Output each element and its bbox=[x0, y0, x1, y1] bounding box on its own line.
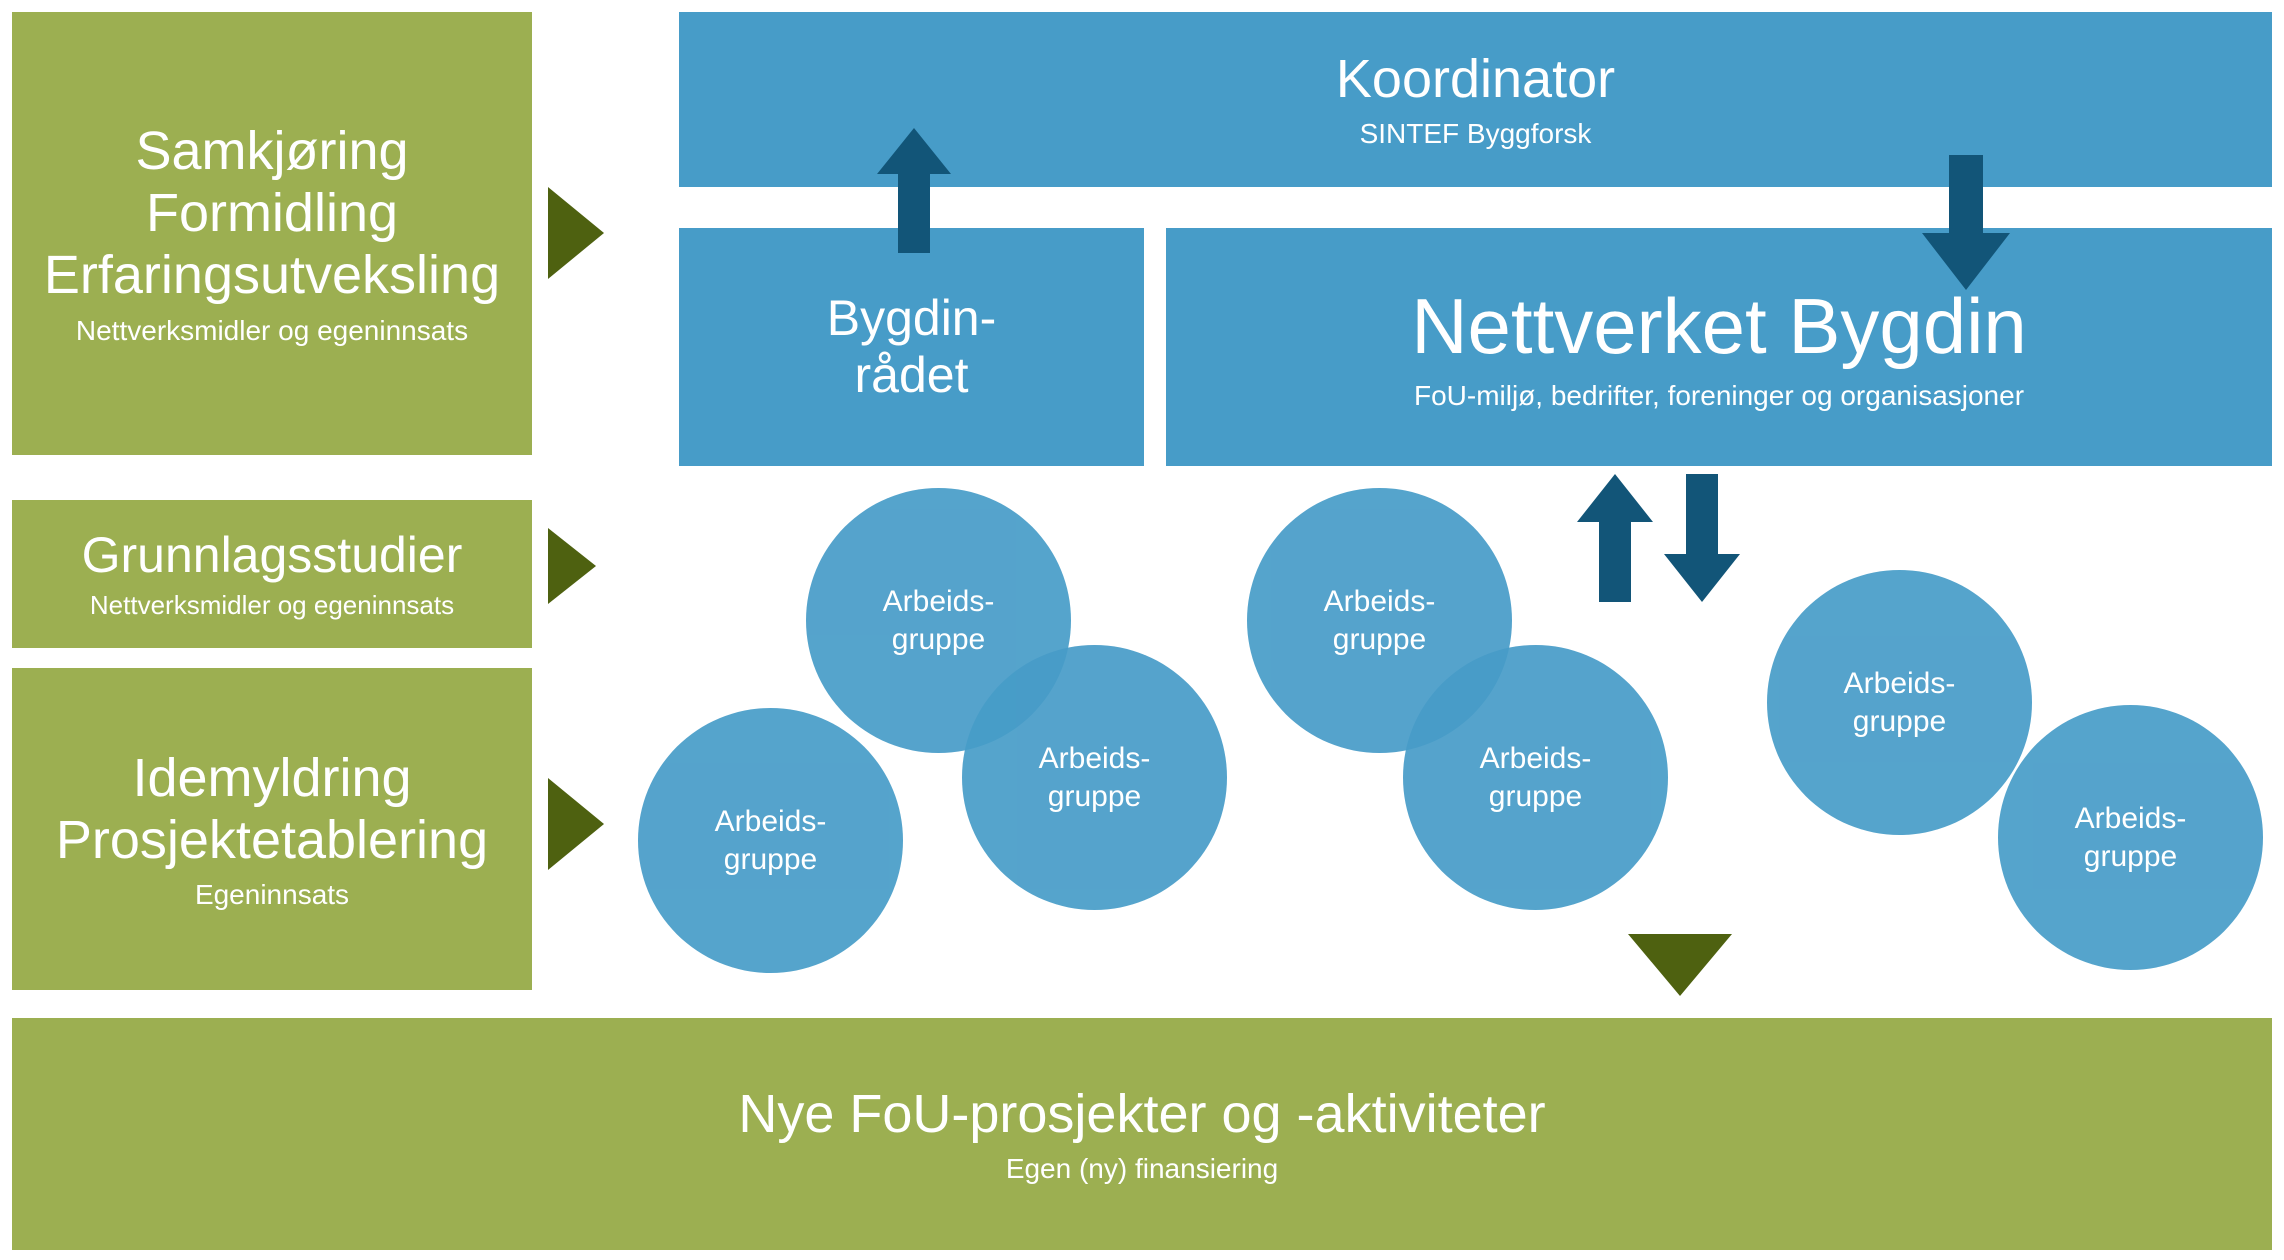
nettverket-bygdin-box: Nettverket Bygdin FoU-miljø, bedrifter, … bbox=[1166, 228, 2272, 466]
green-box-samkjoring-line-2: Formidling bbox=[145, 183, 399, 244]
green-box-idemyldring: Idemyldring Prosjektetablering Egeninnsa… bbox=[12, 668, 532, 990]
green-box-samkjoring: Samkjøring Formidling Erfaringsutvekslin… bbox=[12, 12, 532, 455]
bygdinradet-line-2: rådet bbox=[854, 347, 969, 403]
koordinator-subtitle: SINTEF Byggforsk bbox=[1359, 118, 1592, 150]
arbeidsgruppe-circle-1-line-1: Arbeids- bbox=[882, 585, 995, 618]
up-arrow-icon-exchange bbox=[1577, 474, 1653, 602]
green-box-grunnlagsstudier-line-1: Grunnlagsstudier bbox=[81, 527, 463, 584]
green-box-idemyldring-line-2: Prosjektetablering bbox=[55, 809, 489, 870]
up-arrow-icon-to-coordinator bbox=[877, 128, 951, 253]
arbeidsgruppe-circle-5: Arbeids- gruppe bbox=[1403, 645, 1668, 910]
arbeidsgruppe-circle-7-line-2: gruppe bbox=[2083, 839, 2178, 873]
arbeidsgruppe-circle-5-line-2: gruppe bbox=[1488, 779, 1583, 813]
arbeidsgruppe-circle-2: Arbeids- gruppe bbox=[962, 645, 1227, 910]
green-box-samkjoring-line-3: Erfaringsutveksling bbox=[43, 245, 501, 306]
arbeidsgruppe-circle-3-line-1: Arbeids- bbox=[714, 805, 827, 838]
down-triangle-icon-to-results bbox=[1628, 934, 1732, 996]
right-triangle-icon-flow-1 bbox=[548, 187, 604, 279]
nettverket-bygdin-title: Nettverket Bygdin bbox=[1411, 282, 2027, 371]
green-box-idemyldring-subtitle: Egeninnsats bbox=[194, 879, 350, 910]
right-triangle-icon-flow-3 bbox=[548, 778, 604, 870]
arbeidsgruppe-circle-3: Arbeids- gruppe bbox=[638, 708, 903, 973]
arbeidsgruppe-circle-3-line-2: gruppe bbox=[723, 842, 818, 876]
bottom-bar-nye-fou-prosjekter: Nye FoU-prosjekter og -aktiviteter Egen … bbox=[12, 1018, 2272, 1250]
green-box-grunnlagsstudier-subtitle: Nettverksmidler og egeninnsats bbox=[89, 589, 455, 620]
koordinator-box: Koordinator SINTEF Byggforsk bbox=[679, 12, 2272, 187]
arbeidsgruppe-circle-4-line-2: gruppe bbox=[1332, 622, 1427, 656]
arbeidsgruppe-circle-2-line-2: gruppe bbox=[1047, 779, 1142, 813]
arbeidsgruppe-circle-7: Arbeids- gruppe bbox=[1998, 705, 2263, 970]
green-box-idemyldring-line-1: Idemyldring bbox=[132, 747, 412, 808]
arbeidsgruppe-circle-2-line-1: Arbeids- bbox=[1038, 742, 1151, 775]
green-box-grunnlagsstudier: Grunnlagsstudier Nettverksmidler og egen… bbox=[12, 500, 532, 648]
right-triangle-icon-flow-2 bbox=[548, 528, 596, 604]
arbeidsgruppe-circle-6: Arbeids- gruppe bbox=[1767, 570, 2032, 835]
koordinator-title: Koordinator bbox=[1335, 49, 1616, 110]
bottom-bar-subtitle: Egen (ny) finansiering bbox=[1005, 1152, 1279, 1184]
bygdinradet-box: Bygdin- rådet bbox=[679, 228, 1144, 466]
green-box-samkjoring-line-1: Samkjøring bbox=[135, 121, 409, 182]
arbeidsgruppe-circle-5-line-1: Arbeids- bbox=[1479, 742, 1592, 775]
nettverket-bygdin-subtitle: FoU-miljø, bedrifter, foreninger og orga… bbox=[1413, 379, 2025, 411]
down-arrow-icon-to-network bbox=[1922, 155, 2010, 290]
arbeidsgruppe-circle-4-line-1: Arbeids- bbox=[1323, 585, 1436, 618]
arbeidsgruppe-circle-7-line-1: Arbeids- bbox=[2074, 802, 2187, 835]
green-box-samkjoring-subtitle: Nettverksmidler og egeninnsats bbox=[75, 314, 469, 346]
bygdinradet-line-1: Bygdin- bbox=[826, 289, 997, 346]
bottom-bar-title: Nye FoU-prosjekter og -aktiviteter bbox=[738, 1083, 1546, 1144]
arbeidsgruppe-circle-6-line-2: gruppe bbox=[1852, 704, 1947, 738]
arbeidsgruppe-circle-1-line-2: gruppe bbox=[891, 622, 986, 656]
arbeidsgruppe-circle-6-line-1: Arbeids- bbox=[1843, 667, 1956, 700]
down-arrow-icon-exchange bbox=[1664, 474, 1740, 602]
